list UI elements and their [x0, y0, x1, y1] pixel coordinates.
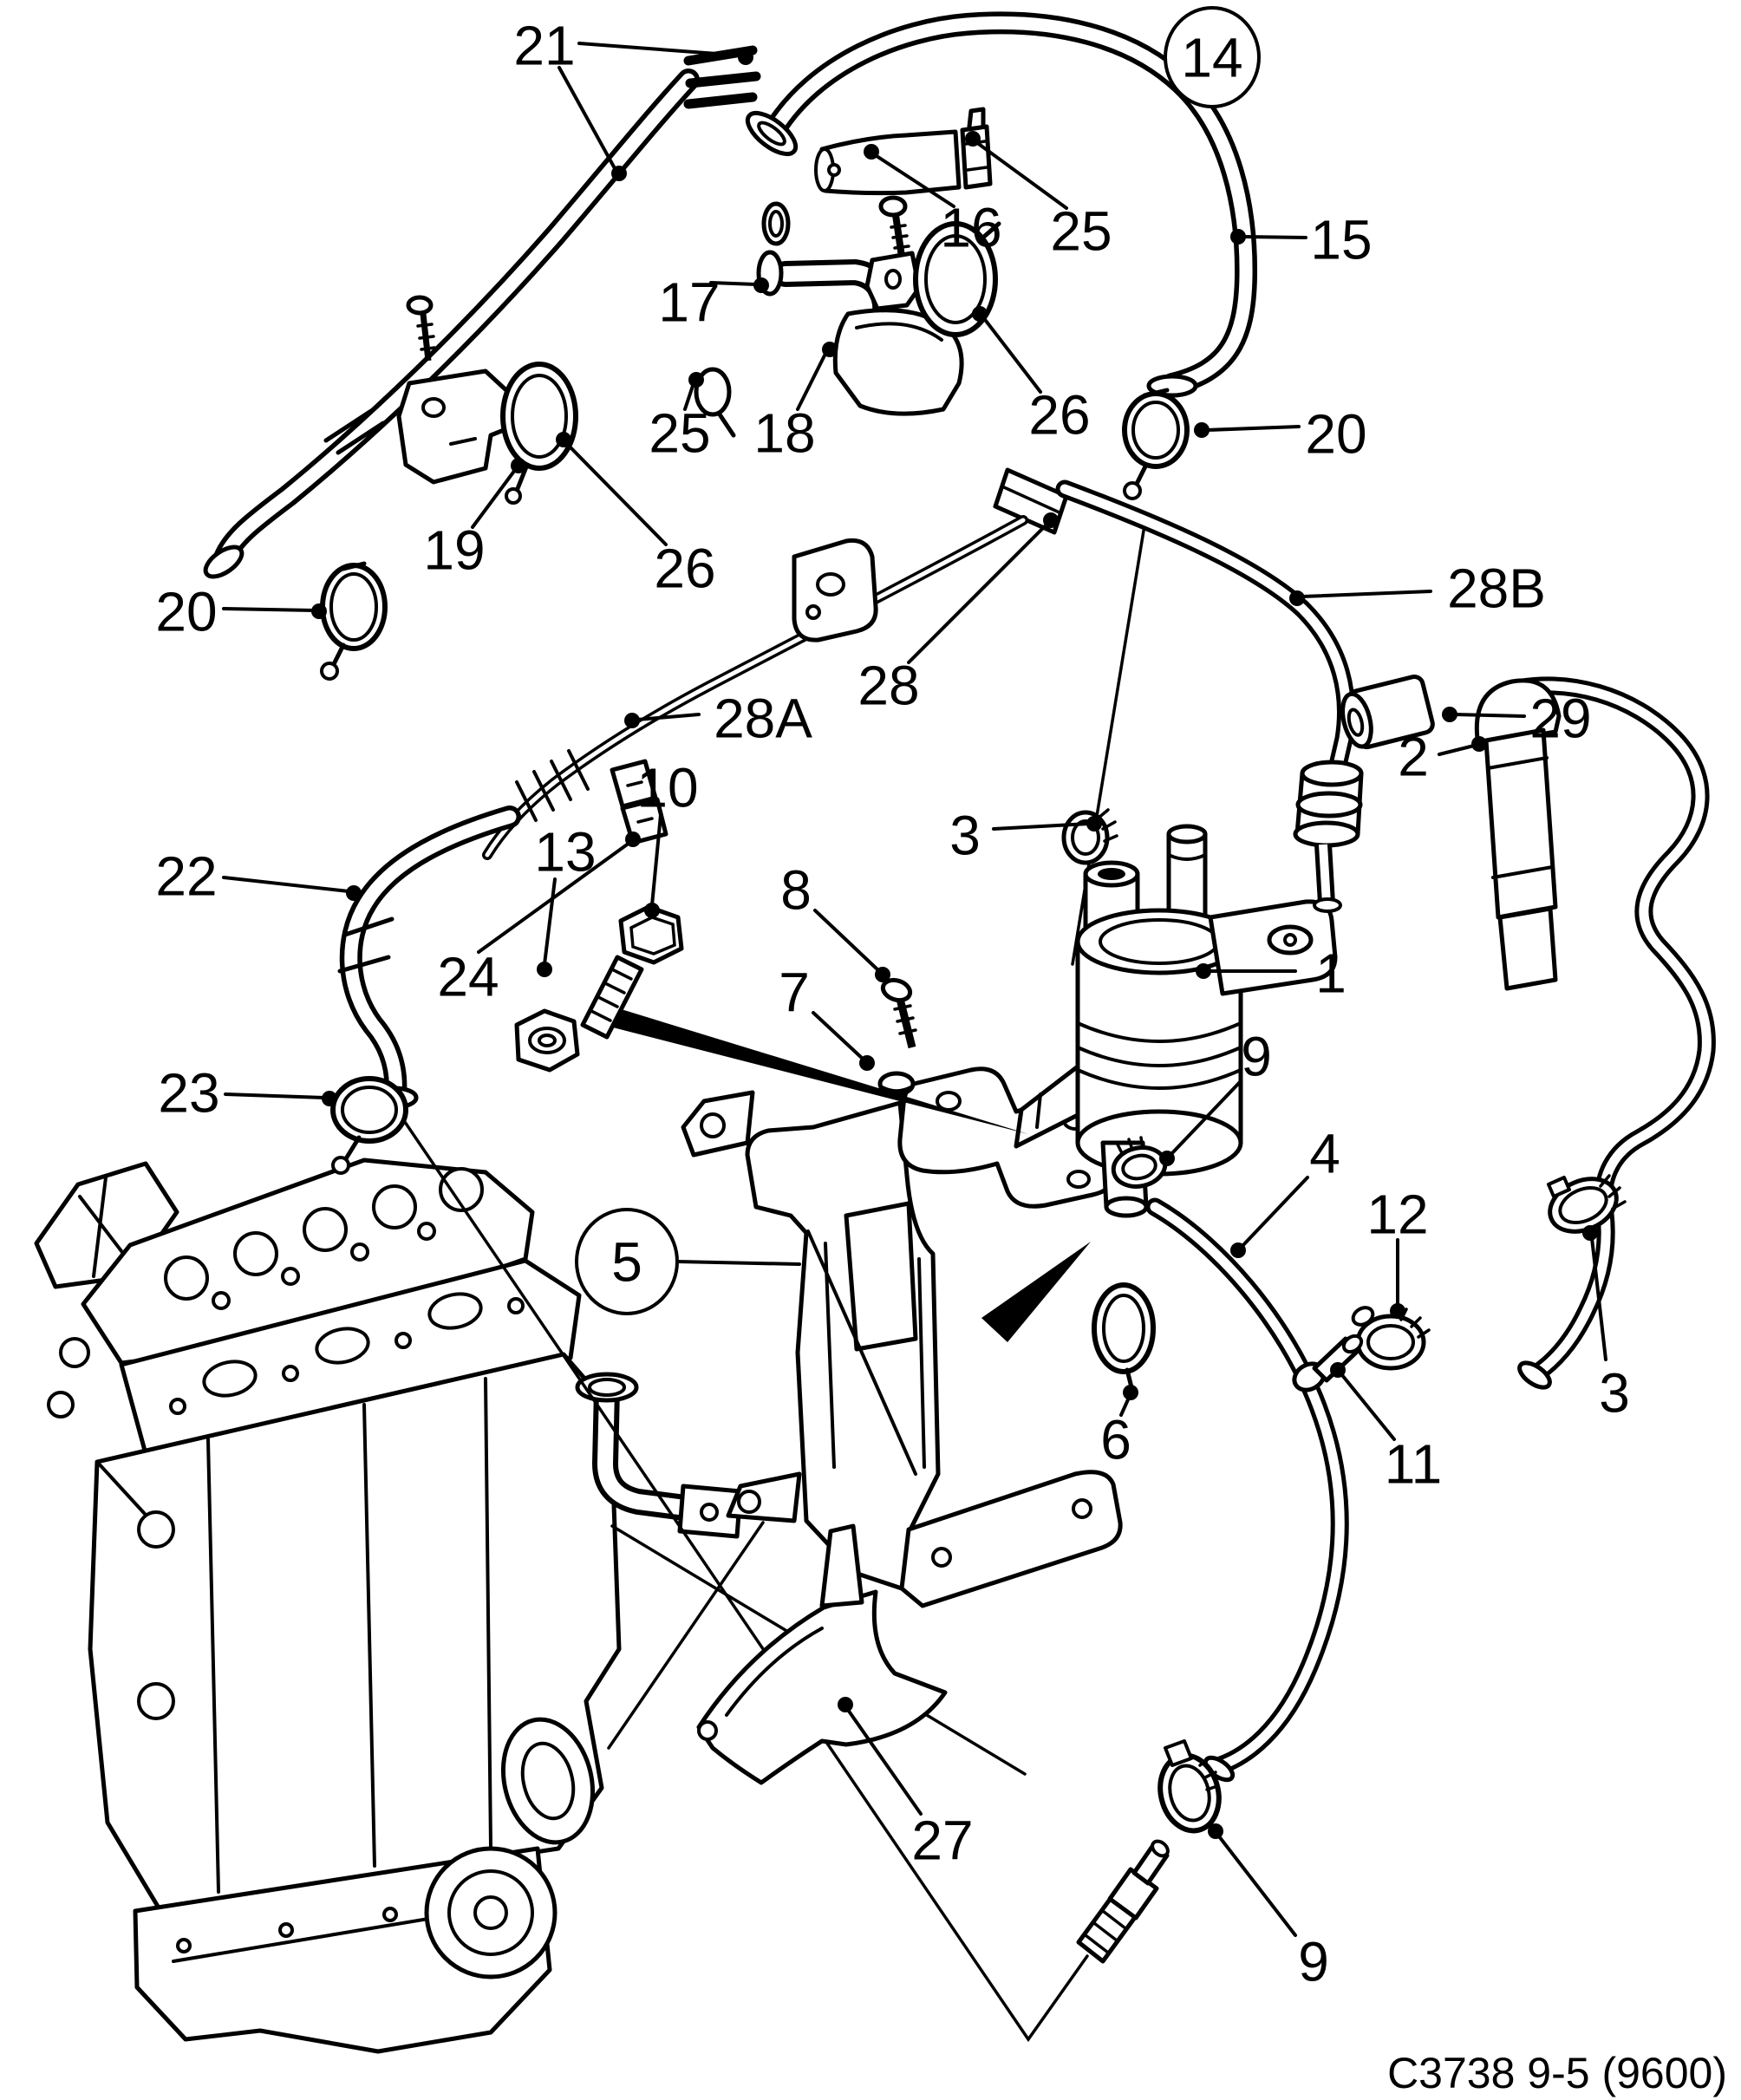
nipple-11-drawing	[1292, 1334, 1364, 1392]
engine-elbow-fitting-drawing	[575, 1372, 743, 1539]
clamp-20-right-drawing	[1122, 388, 1190, 500]
callout-27: 27	[911, 1809, 973, 1871]
callout-28: 28	[857, 654, 919, 716]
pipe-28-drawing	[482, 467, 1069, 860]
figure-caption: C3738 9-5 (9600)	[1387, 2049, 1727, 2097]
callout-7: 7	[779, 961, 810, 1023]
callout-14: 14	[1181, 26, 1242, 88]
callout-1: 1	[1315, 942, 1347, 1004]
callout-26-left: 26	[654, 537, 715, 599]
clamp-ring-26-right-drawing	[913, 221, 1001, 337]
hose-28B-drawing	[1055, 479, 1364, 913]
callout-26-right: 26	[1028, 383, 1090, 446]
pump-bracket-drawing	[681, 1066, 1126, 1608]
callout-28B: 28B	[1447, 557, 1546, 619]
bolt-8-drawing	[880, 977, 917, 1049]
clamp-9-bottom-drawing	[1157, 1739, 1222, 1834]
cover-18-drawing	[832, 195, 964, 416]
callout-11: 11	[1385, 1432, 1442, 1495]
callout-3-right: 3	[1599, 1361, 1630, 1424]
bushing-29-drawing	[1340, 674, 1435, 750]
seal-7-drawing	[877, 1071, 916, 1097]
callout-9-bottom: 9	[1298, 1930, 1329, 1992]
callout-16: 16	[940, 196, 1001, 258]
callout-21: 21	[513, 14, 575, 76]
callout-6: 6	[1100, 1408, 1131, 1471]
callout-4: 4	[1309, 1122, 1340, 1184]
callouts: 21 14 16 25 15 17 25 18 26 19 26 20	[155, 6, 1630, 1992]
callout-20-right: 20	[1305, 402, 1366, 465]
engine-block-drawing	[34, 1158, 622, 2054]
callout-2: 2	[1398, 725, 1429, 787]
clamp-12-drawing	[1351, 1306, 1431, 1371]
callout-28A: 28A	[714, 687, 812, 749]
nut-13-drawing	[514, 1008, 580, 1073]
callout-29: 29	[1529, 687, 1591, 749]
heat-shield-drawing	[696, 1523, 948, 1785]
callout-19: 19	[423, 518, 485, 581]
callout-18: 18	[753, 401, 815, 464]
callout-14-circle	[1164, 6, 1261, 108]
callout-15: 15	[1310, 208, 1372, 271]
callout-3-center: 3	[949, 804, 981, 866]
callout-24: 24	[437, 945, 499, 1008]
nipple-bottom-drawing	[1076, 1839, 1170, 1964]
callout-10: 10	[636, 756, 698, 818]
bolt-10-drawing	[580, 904, 684, 1040]
callout-17: 17	[658, 271, 720, 333]
clamp-23-drawing	[330, 1076, 408, 1175]
hose-2-drawing	[1474, 676, 1716, 1390]
callout-20-left: 20	[155, 580, 217, 642]
callout-25-top: 25	[1050, 199, 1112, 262]
clamp-6-drawing	[1092, 1282, 1156, 1393]
callout-22: 22	[155, 845, 217, 907]
clamp-20-left-drawing	[320, 561, 388, 681]
callout-25-mid: 25	[649, 401, 710, 464]
pointer-arrows	[604, 1004, 1091, 1342]
bracket-19-drawing	[396, 295, 519, 485]
callout-9-mid: 9	[1241, 1025, 1272, 1087]
hose-4-drawing	[1145, 1197, 1349, 1783]
callout-8: 8	[780, 858, 812, 921]
callout-12: 12	[1366, 1183, 1428, 1245]
callout-5: 5	[611, 1230, 642, 1293]
callout-23: 23	[158, 1061, 219, 1124]
